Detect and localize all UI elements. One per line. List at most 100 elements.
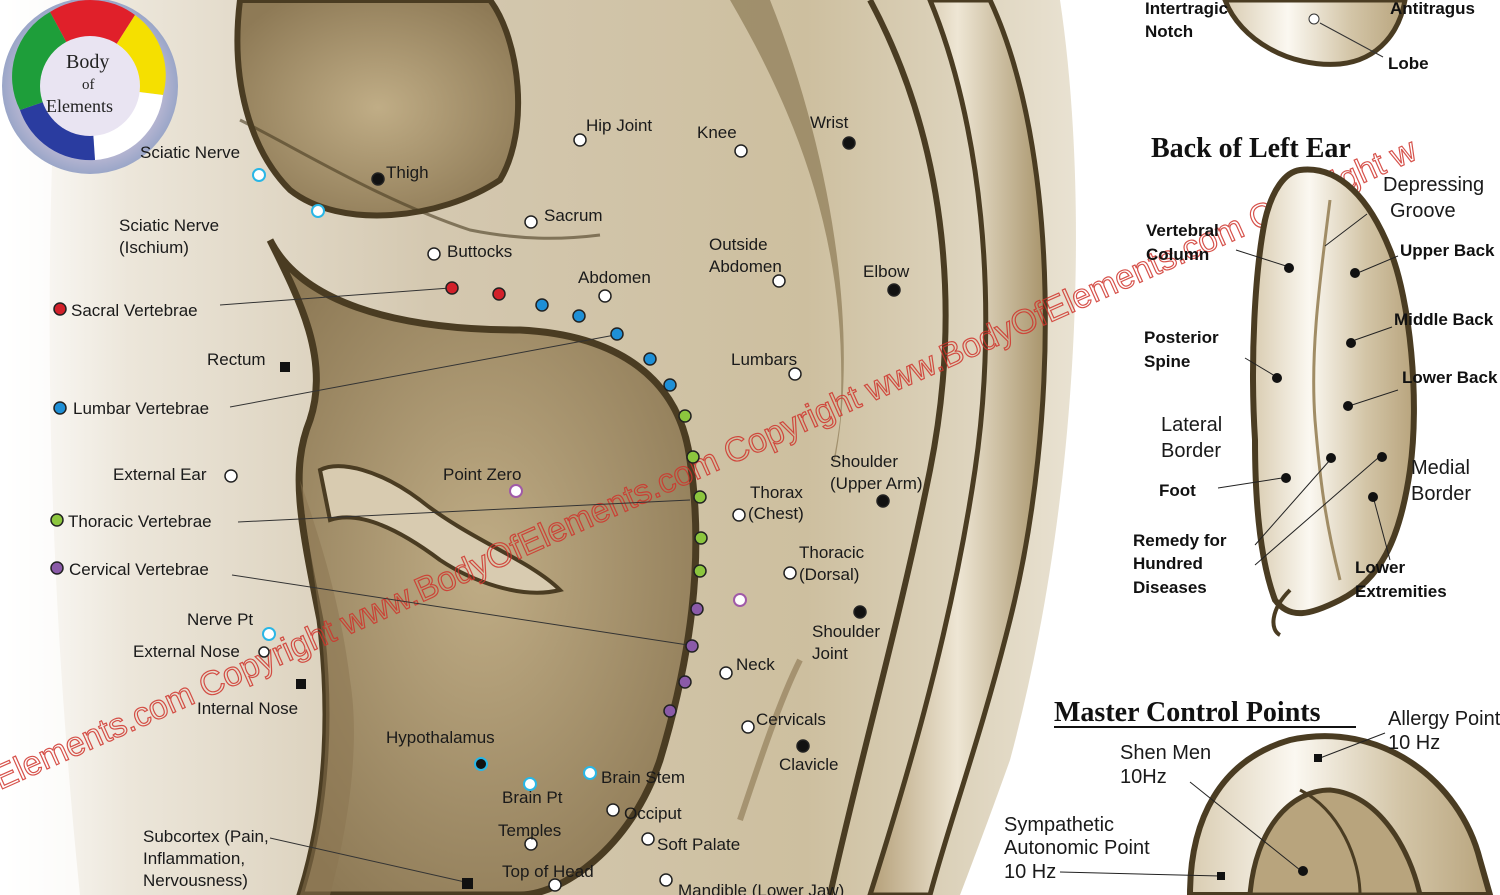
- label-lower-ext-2: Extremities: [1355, 582, 1447, 601]
- label-outside-abdomen-1: Outside: [709, 235, 768, 254]
- label-thoracic-2: (Dorsal): [799, 565, 859, 584]
- front-labels: Sciatic Nerve Thigh Hip Joint Knee Wrist…: [68, 113, 923, 895]
- label-hypothalamus: Hypothalamus: [386, 728, 495, 747]
- label-sacral-vertebrae: Sacral Vertebrae: [71, 301, 198, 320]
- lower-groove-1: [737, 658, 803, 821]
- label-external-nose: External Nose: [133, 642, 240, 661]
- label-brain-pt: Brain Pt: [502, 788, 563, 807]
- label-thoracic-1: Thoracic: [799, 543, 865, 562]
- label-abdomen: Abdomen: [578, 268, 651, 287]
- logo-line1: Body: [66, 51, 109, 73]
- antihelix-ridge: [317, 464, 564, 595]
- label-posterior-2: Spine: [1144, 352, 1190, 371]
- label-remedy-2: Hundred: [1133, 554, 1203, 573]
- label-shen-men-1: Shen Men: [1120, 742, 1211, 764]
- label-antitragus: Antitragus: [1390, 0, 1475, 18]
- label-temples: Temples: [498, 821, 561, 840]
- label-sympathetic-1: Sympathetic: [1004, 814, 1114, 836]
- label-wrist: Wrist: [810, 113, 849, 132]
- tragus-shadow: [300, 480, 354, 895]
- label-remedy-3: Diseases: [1133, 578, 1207, 597]
- label-subcortex-2: Inflammation,: [143, 849, 245, 868]
- label-external-ear: External Ear: [113, 465, 207, 484]
- label-thorax-1: Thorax: [750, 483, 803, 502]
- label-medial-2: Border: [1411, 483, 1471, 505]
- label-internal-nose: Internal Nose: [197, 699, 298, 718]
- label-subcortex-1: Subcortex (Pain,: [143, 827, 269, 846]
- front-points: [50, 133, 901, 892]
- label-depressing-1: Depressing: [1383, 174, 1484, 196]
- title-master-control-points: Master Control Points: [1054, 697, 1321, 728]
- label-clavicle: Clavicle: [779, 755, 839, 774]
- master-control-diagram: Master Control Points Allergy Point 10 H…: [1004, 697, 1500, 895]
- label-cervicals: Cervicals: [756, 710, 826, 729]
- label-intertragic-1: Intertragic: [1145, 0, 1228, 18]
- logo-line2: of: [82, 77, 95, 93]
- title-back-of-left-ear: Back of Left Ear: [1151, 133, 1351, 164]
- label-remedy-1: Remedy for: [1133, 531, 1227, 550]
- label-lateral-1: Lateral: [1161, 414, 1222, 436]
- label-foot: Foot: [1159, 481, 1196, 500]
- label-thigh: Thigh: [386, 163, 429, 182]
- label-sciatic-ischium-2: (Ischium): [119, 238, 189, 257]
- label-lower-ext-1: Lower: [1355, 558, 1405, 577]
- label-knee: Knee: [697, 123, 737, 142]
- logo: Body of Elements: [2, 0, 178, 174]
- label-shoulder-2: (Upper Arm): [830, 474, 923, 493]
- label-allergy-1: Allergy Point: [1388, 708, 1500, 730]
- label-posterior-1: Posterior: [1144, 328, 1219, 347]
- label-buttocks: Buttocks: [447, 242, 512, 261]
- label-medial-1: Medial: [1411, 457, 1470, 479]
- label-nerve-pt: Nerve Pt: [187, 610, 253, 629]
- label-vertebral-2: Column: [1146, 245, 1209, 264]
- label-shoulder-joint-2: Joint: [812, 644, 848, 663]
- label-cervical-vertebrae: Cervical Vertebrae: [69, 560, 209, 579]
- label-occiput: Occiput: [624, 804, 682, 823]
- label-lateral-2: Border: [1161, 440, 1221, 462]
- triangular-fossa: [234, 0, 522, 219]
- label-elbow: Elbow: [863, 262, 910, 281]
- front-ear: [0, 0, 1076, 895]
- label-hip-joint: Hip Joint: [586, 116, 652, 135]
- label-lobe: Lobe: [1388, 54, 1429, 73]
- label-outside-abdomen-2: Abdomen: [709, 257, 782, 276]
- lobe-diagram: Intertragic Notch Antitragus Lobe: [1145, 0, 1475, 73]
- logo-line3: Elements: [46, 96, 113, 116]
- label-rectum: Rectum: [207, 350, 266, 369]
- label-shoulder-1: Shoulder: [830, 452, 898, 471]
- label-sciatic-nerve: Sciatic Nerve: [140, 143, 240, 162]
- label-sympathetic-2: Autonomic Point: [1004, 837, 1150, 859]
- label-lumbar-vertebrae: Lumbar Vertebrae: [73, 399, 209, 418]
- label-sciatic-ischium-1: Sciatic Nerve: [119, 216, 219, 235]
- label-top-of-head: Top of Head: [502, 862, 594, 881]
- label-lumbars: Lumbars: [731, 350, 797, 369]
- label-middle-back: Middle Back: [1394, 310, 1494, 329]
- label-mandible: Mandible (Lower Jaw): [678, 881, 844, 895]
- label-thorax-2: (Chest): [748, 504, 804, 523]
- label-depressing-2: Groove: [1390, 200, 1456, 222]
- back-ear-diagram: Back of Left Ear Depressing: [1133, 133, 1498, 637]
- label-brain-stem: Brain Stem: [601, 768, 685, 787]
- helix-inner-curve: [827, 0, 949, 895]
- leader-lines: [219, 287, 691, 883]
- label-soft-palate: Soft Palate: [657, 835, 740, 854]
- label-neck: Neck: [736, 655, 775, 674]
- label-shen-men-2: 10Hz: [1120, 766, 1167, 788]
- label-allergy-2: 10 Hz: [1388, 732, 1440, 754]
- label-sacrum: Sacrum: [544, 206, 603, 225]
- fossa-band: [239, 118, 601, 240]
- helix-rim: [867, 0, 1048, 895]
- label-intertragic-2: Notch: [1145, 22, 1193, 41]
- label-vertebral-1: Vertebral: [1146, 221, 1219, 240]
- label-point-zero: Point Zero: [443, 465, 521, 484]
- label-subcortex-3: Nervousness): [143, 871, 248, 890]
- label-sympathetic-3: 10 Hz: [1004, 861, 1056, 883]
- ear-left-fade: [0, 0, 80, 895]
- scapha-groove: [730, 0, 844, 464]
- label-thoracic-vertebrae: Thoracic Vertebrae: [68, 512, 212, 531]
- label-lower-back: Lower Back: [1402, 368, 1498, 387]
- label-shoulder-joint-1: Shoulder: [812, 622, 880, 641]
- label-upper-back: Upper Back: [1400, 241, 1495, 260]
